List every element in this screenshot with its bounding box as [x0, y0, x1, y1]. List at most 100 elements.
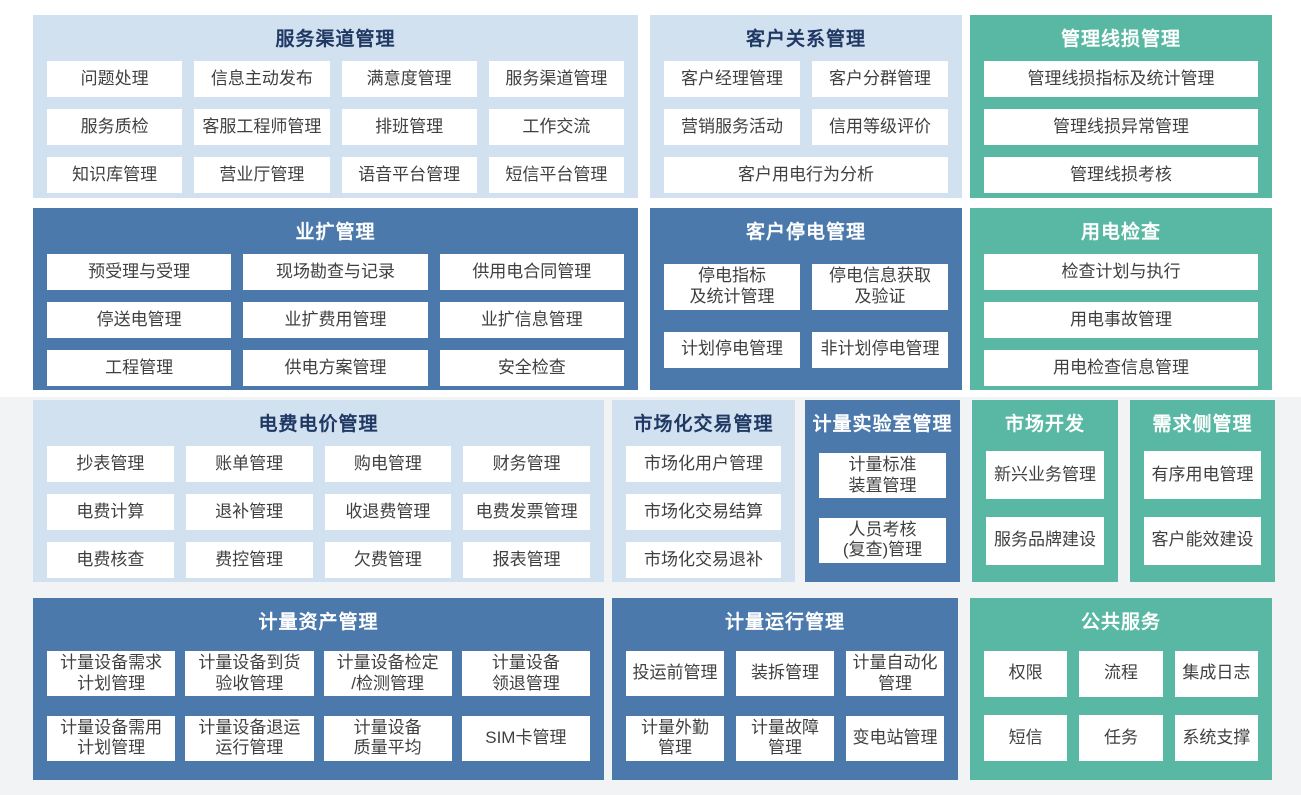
block-service-channel: 服务渠道管理 问题处理信息主动发布满意度管理服务渠道管理服务质检客服工程师管理排…: [33, 15, 638, 198]
module-item: 用电事故管理: [984, 302, 1258, 338]
block-items: 新兴业务管理服务品牌建设: [972, 444, 1118, 582]
module-item: 信用等级评价: [812, 109, 948, 145]
module-item: 计量自动化 管理: [846, 651, 944, 697]
block-market-dev: 市场开发 新兴业务管理服务品牌建设: [972, 400, 1118, 582]
module-item: 非计划停电管理: [812, 331, 948, 368]
module-item: 服务质检: [47, 109, 183, 145]
block-items: 客户经理管理客户分群管理营销服务活动信用等级评价客户用电行为分析: [650, 59, 962, 205]
module-item: 业扩费用管理: [243, 302, 428, 338]
module-item: 工程管理: [47, 350, 232, 386]
module-item: 服务品牌建设: [986, 516, 1104, 565]
module-item: 电费计算: [47, 494, 174, 530]
module-item: 集成日志: [1174, 650, 1258, 697]
module-item: 计量外勤 管理: [626, 715, 724, 761]
module-item: 计量设备 质量平均: [323, 715, 452, 761]
module-item: 计划停电管理: [664, 331, 800, 368]
module-item: 短信: [984, 715, 1068, 762]
module-item: 客服工程师管理: [194, 109, 330, 145]
block-customer-relation: 客户关系管理 客户经理管理客户分群管理营销服务活动信用等级评价客户用电行为分析: [650, 15, 962, 198]
module-item: 人员考核 (复查)管理: [819, 517, 946, 563]
module-item: 财务管理: [463, 446, 590, 482]
module-item: 报表管理: [463, 542, 590, 578]
block-title: 服务渠道管理: [275, 28, 396, 50]
block-demand-side: 需求侧管理 有序用电管理客户能效建设: [1130, 400, 1275, 582]
module-item: 有序用电管理: [1144, 451, 1261, 500]
block-items: 停电指标 及统计管理停电信息获取 及验证计划停电管理非计划停电管理: [650, 252, 962, 390]
block-title: 客户关系管理: [745, 28, 866, 50]
module-item: 营销服务活动: [664, 109, 800, 145]
block-metering-asset: 计量资产管理 计量设备需求 计划管理计量设备到货 验收管理计量设备检定 /检测管…: [33, 598, 604, 780]
module-item: 信息主动发布: [194, 61, 330, 97]
block-title: 客户停电管理: [745, 221, 866, 243]
block-title: 管理线损管理: [1060, 28, 1181, 50]
module-item: 市场化用户管理: [626, 446, 781, 482]
block-market-trade: 市场化交易管理 市场化用户管理市场化交易结算市场化交易退补: [612, 400, 795, 582]
module-item: 客户用电行为分析: [664, 157, 948, 193]
module-item: 停电指标 及统计管理: [664, 264, 800, 310]
block-items: 市场化用户管理市场化交易结算市场化交易退补: [612, 444, 795, 590]
block-items: 抄表管理账单管理购电管理财务管理电费计算退补管理收退费管理电费发票管理电费核查费…: [33, 444, 604, 590]
block-title: 业扩管理: [295, 221, 376, 243]
module-item: 权限: [984, 650, 1068, 697]
module-item: 退补管理: [185, 494, 313, 530]
module-item: 工作交流: [488, 109, 624, 145]
block-items: 检查计划与执行用电事故管理用电检查信息管理: [970, 252, 1272, 398]
block-title: 电费电价管理: [258, 413, 379, 435]
block-items: 投运前管理装拆管理计量自动化 管理计量外勤 管理计量故障 管理变电站管理: [612, 642, 958, 780]
block-items: 预受理与受理现场勘查与记录供用电合同管理停送电管理业扩费用管理业扩信息管理工程管…: [33, 252, 638, 398]
module-item: 安全检查: [439, 350, 624, 386]
module-item: 供电方案管理: [243, 350, 428, 386]
module-item: 计量标准 装置管理: [819, 453, 946, 499]
module-item: 服务渠道管理: [488, 61, 624, 97]
module-item: 问题处理: [47, 61, 183, 97]
module-item: 新兴业务管理: [986, 451, 1104, 500]
block-title: 用电检查: [1080, 221, 1161, 243]
module-item: 检查计划与执行: [984, 254, 1258, 290]
module-item: 管理线损异常管理: [984, 109, 1258, 145]
block-business-expansion: 业扩管理 预受理与受理现场勘查与记录供用电合同管理停送电管理业扩费用管理业扩信息…: [33, 208, 638, 390]
module-item: 知识库管理: [47, 157, 183, 193]
block-tariff: 电费电价管理 抄表管理账单管理购电管理财务管理电费计算退补管理收退费管理电费发票…: [33, 400, 604, 582]
module-item: 计量设备检定 /检测管理: [323, 651, 452, 697]
block-title: 计量资产管理: [258, 611, 379, 633]
module-item: 管理线损考核: [984, 157, 1258, 193]
module-item: 短信平台管理: [488, 157, 624, 193]
module-item: 客户分群管理: [812, 61, 948, 97]
module-item: 费控管理: [185, 542, 313, 578]
module-item: 计量设备需用 计划管理: [47, 715, 176, 761]
module-item: 计量设备需求 计划管理: [47, 651, 176, 697]
block-customer-outage: 客户停电管理 停电指标 及统计管理停电信息获取 及验证计划停电管理非计划停电管理: [650, 208, 962, 390]
module-item: 装拆管理: [736, 651, 834, 697]
module-item: 收退费管理: [324, 494, 452, 530]
module-item: 排班管理: [341, 109, 477, 145]
block-metering-operation: 计量运行管理 投运前管理装拆管理计量自动化 管理计量外勤 管理计量故障 管理变电…: [612, 598, 958, 780]
module-item: 账单管理: [185, 446, 313, 482]
block-items: 问题处理信息主动发布满意度管理服务渠道管理服务质检客服工程师管理排班管理工作交流…: [33, 59, 638, 205]
block-title: 市场开发: [1004, 413, 1085, 435]
module-item: 用电检查信息管理: [984, 350, 1258, 386]
module-item: 管理线损指标及统计管理: [984, 61, 1258, 97]
module-item: 电费核查: [47, 542, 174, 578]
block-items: 计量标准 装置管理人员考核 (复查)管理: [805, 444, 960, 582]
module-item: 计量设备到货 验收管理: [185, 651, 314, 697]
block-items: 有序用电管理客户能效建设: [1130, 444, 1275, 582]
module-item: 停电信息获取 及验证: [812, 264, 948, 310]
block-title: 需求侧管理: [1152, 413, 1253, 435]
module-item: 供用电合同管理: [439, 254, 624, 290]
block-power-inspection: 用电检查 检查计划与执行用电事故管理用电检查信息管理: [970, 208, 1272, 390]
module-item: 计量故障 管理: [736, 715, 834, 761]
block-title: 市场化交易管理: [633, 413, 774, 435]
module-item: 流程: [1079, 650, 1163, 697]
block-items: 权限流程集成日志短信任务系统支撑: [970, 642, 1272, 780]
block-title: 计量运行管理: [724, 611, 845, 633]
module-item: 购电管理: [324, 446, 452, 482]
module-item: 语音平台管理: [341, 157, 477, 193]
block-items: 计量设备需求 计划管理计量设备到货 验收管理计量设备检定 /检测管理计量设备 领…: [33, 642, 604, 780]
module-item: 抄表管理: [47, 446, 174, 482]
block-title: 计量实验室管理: [812, 413, 953, 435]
block-line-loss: 管理线损管理 管理线损指标及统计管理管理线损异常管理管理线损考核: [970, 15, 1272, 198]
module-item: 客户经理管理: [664, 61, 800, 97]
module-item: 满意度管理: [341, 61, 477, 97]
module-item: 停送电管理: [47, 302, 232, 338]
